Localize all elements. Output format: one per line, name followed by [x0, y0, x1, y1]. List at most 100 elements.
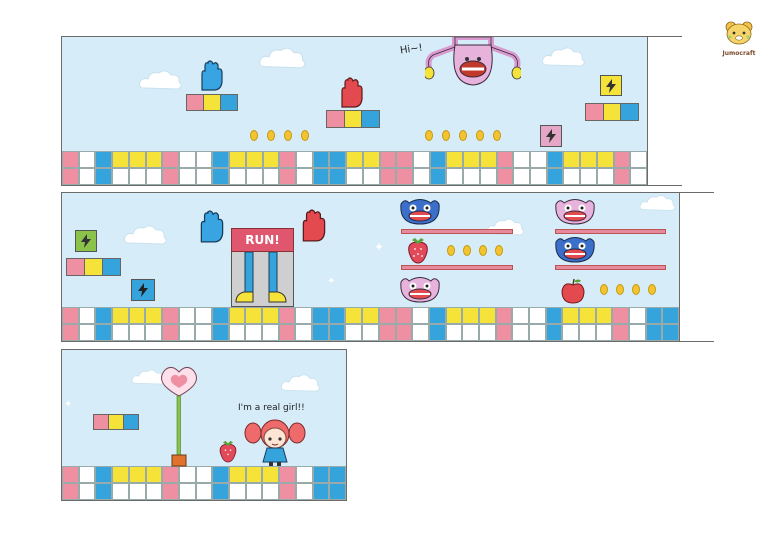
floor-tile	[162, 483, 179, 500]
brand-logo: Jumocraft	[722, 20, 756, 57]
floor-tile	[346, 168, 363, 185]
floor-tile	[128, 307, 146, 324]
floor-tile	[195, 168, 213, 185]
floor-tile	[128, 483, 146, 500]
floor-tile	[645, 324, 663, 341]
floor-tile	[513, 151, 530, 168]
floor-tile	[395, 307, 413, 324]
floor-tile	[95, 483, 113, 500]
floor-tile	[128, 168, 146, 185]
floor-tile	[396, 168, 413, 185]
floor-tile	[578, 307, 596, 324]
floor-tile	[162, 324, 179, 341]
floor-tile	[495, 307, 513, 324]
floor-tile	[279, 466, 296, 483]
floor-tile	[145, 307, 163, 324]
floor-tile	[262, 151, 280, 168]
cloud-icon	[259, 47, 306, 69]
floor-tile	[446, 168, 464, 185]
floor-tile	[379, 168, 397, 185]
floor-tile	[329, 168, 347, 185]
floor-tile	[478, 307, 496, 324]
coin-icon	[442, 130, 450, 141]
floor-tile	[578, 324, 596, 341]
floor-tile	[295, 324, 313, 341]
floor-tile	[512, 307, 529, 324]
strawberry-icon	[219, 440, 237, 463]
floor-tile	[529, 168, 547, 185]
heart-lollipop-icon	[161, 366, 197, 467]
lightning-icon	[606, 78, 616, 93]
lightning-box	[600, 75, 622, 96]
ledge-bar	[401, 229, 513, 234]
floor-tile	[112, 168, 129, 185]
floor-tile	[379, 151, 397, 168]
floor-tile	[62, 168, 79, 185]
floor-tile	[229, 483, 246, 500]
floor-tile	[512, 324, 529, 341]
floor-tile	[245, 324, 263, 341]
pink-monster-face-icon	[400, 277, 440, 303]
coin-icon	[632, 284, 640, 295]
panel-3-floor-tiles	[62, 466, 346, 500]
cloud-icon	[280, 374, 320, 392]
floor-tile	[62, 466, 79, 483]
blue-hand-icon	[200, 210, 224, 243]
floor-tile	[463, 151, 480, 168]
cloud-icon	[639, 195, 676, 211]
coin-icon	[301, 130, 309, 141]
floor-tile	[445, 307, 463, 324]
floor-tile	[212, 483, 230, 500]
floor-tile	[613, 151, 631, 168]
floor-tile	[245, 483, 263, 500]
floor-tile	[245, 168, 263, 185]
floor-tile	[412, 324, 429, 341]
lightning-icon	[81, 234, 91, 248]
floor-tile	[612, 307, 629, 324]
floor-tile	[395, 324, 413, 341]
floor-tile	[62, 324, 79, 341]
floor-tile	[295, 151, 313, 168]
floor-tile	[95, 151, 113, 168]
floor-tile	[545, 324, 563, 341]
brick-block	[585, 103, 639, 121]
floor-tile	[145, 483, 163, 500]
floor-tile	[495, 324, 513, 341]
ledge-bar	[555, 229, 666, 234]
floor-tile	[428, 324, 446, 341]
cloud-icon	[124, 225, 167, 245]
sparkle-icon: ✦	[64, 399, 73, 410]
floor-tile	[78, 151, 96, 168]
red-hand-icon	[302, 209, 326, 242]
floor-tile	[428, 307, 446, 324]
pink-monster-icon	[425, 37, 521, 86]
brick-block	[186, 94, 238, 111]
pink-monster-face-icon	[555, 199, 595, 225]
floor-tile	[445, 324, 463, 341]
floor-tile	[496, 151, 514, 168]
floor-tile	[362, 168, 380, 185]
cloud-icon	[139, 70, 182, 90]
floor-tile	[295, 466, 313, 483]
floor-tile	[95, 466, 113, 483]
floor-tile	[362, 151, 380, 168]
floor-tile	[429, 151, 447, 168]
blue-monster-face-icon	[400, 199, 440, 225]
floor-tile	[528, 324, 546, 341]
floor-tile	[62, 151, 79, 168]
panel-1-glue-tab	[647, 37, 682, 185]
floor-tile	[630, 168, 647, 185]
run-sign: RUN!	[231, 228, 294, 252]
floor-tile	[545, 307, 563, 324]
floor-tile	[295, 483, 313, 500]
floor-tile	[312, 466, 330, 483]
floor-tile	[528, 307, 546, 324]
floor-tile	[295, 307, 313, 324]
lightning-icon	[138, 283, 148, 297]
floor-tile	[362, 307, 379, 324]
floor-tile	[162, 466, 179, 483]
floor-tile	[628, 324, 646, 341]
strawberry-icon	[408, 238, 428, 264]
floor-tile	[562, 324, 579, 341]
floor-tile	[195, 151, 213, 168]
